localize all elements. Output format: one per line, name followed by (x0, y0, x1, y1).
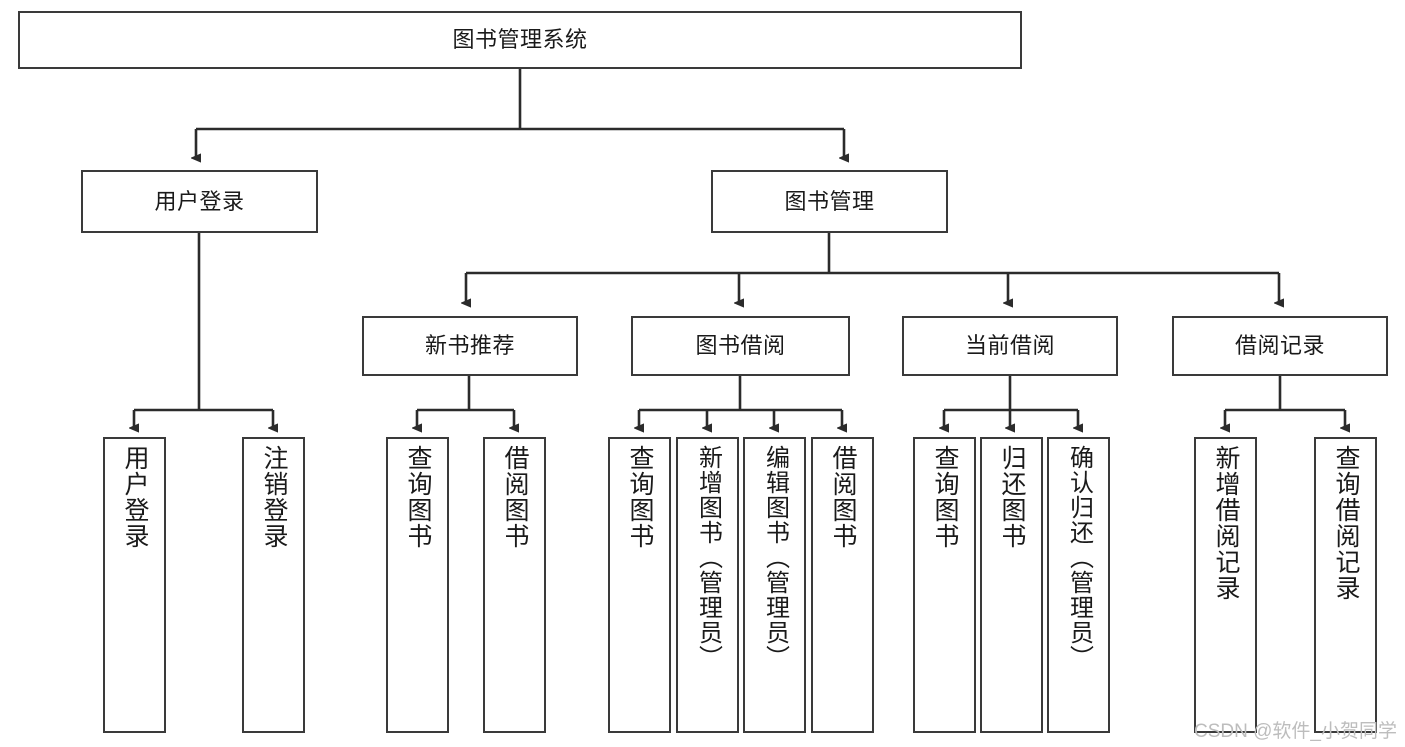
leaf-user-login-logout[interactable]: 注销登录 (242, 437, 305, 733)
leaf-book-borrow-borrow-book[interactable]: 借阅图书 (811, 437, 874, 733)
node-label: 图书借阅 (695, 333, 786, 358)
node-label: 借阅记录 (1234, 333, 1325, 358)
node-label: 新书推荐 (424, 333, 515, 358)
node-label: 查询借阅记录 (1332, 445, 1360, 601)
leaf-current-borrow-return-book[interactable]: 归还图书 (980, 437, 1043, 733)
leaf-current-borrow-query-book[interactable]: 查询图书 (913, 437, 976, 733)
node-label: 确认归还（管理员） (1065, 445, 1093, 670)
leaf-new-book-query-book[interactable]: 查询图书 (386, 437, 449, 733)
node-label: 用户登录 (154, 188, 245, 214)
node-current-borrow[interactable]: 当前借阅 (902, 316, 1118, 376)
node-label: 编辑图书（管理员） (761, 445, 789, 670)
node-book-borrow[interactable]: 图书借阅 (631, 316, 850, 376)
leaf-book-borrow-query-book[interactable]: 查询图书 (608, 437, 671, 733)
node-borrow-record[interactable]: 借阅记录 (1172, 316, 1388, 376)
node-label: 新增图书（管理员） (694, 445, 722, 670)
node-label: 当前借阅 (964, 333, 1055, 358)
leaf-book-borrow-add-book-admin[interactable]: 新增图书（管理员） (676, 437, 739, 733)
node-label: 注销登录 (260, 445, 288, 549)
leaf-user-login-login[interactable]: 用户登录 (103, 437, 166, 733)
node-label: 借阅图书 (829, 445, 857, 549)
leaf-borrow-record-query-record[interactable]: 查询借阅记录 (1314, 437, 1377, 733)
node-label: 归还图书 (998, 445, 1026, 549)
node-user-login[interactable]: 用户登录 (81, 170, 318, 233)
node-root-book-management-system[interactable]: 图书管理系统 (18, 11, 1022, 69)
node-label: 查询图书 (404, 445, 432, 549)
leaf-current-borrow-confirm-return-admin[interactable]: 确认归还（管理员） (1047, 437, 1110, 733)
leaf-borrow-record-add-record[interactable]: 新增借阅记录 (1194, 437, 1257, 733)
node-label: 用户登录 (121, 445, 149, 549)
node-new-book-recommend[interactable]: 新书推荐 (362, 316, 578, 376)
node-label: 借阅图书 (501, 445, 529, 549)
node-label: 新增借阅记录 (1212, 445, 1240, 601)
node-label: 查询图书 (626, 445, 654, 549)
watermark: CSDN @软件_小贺同学 (1194, 721, 1397, 742)
leaf-new-book-borrow-book[interactable]: 借阅图书 (483, 437, 546, 733)
node-label: 图书管理 (784, 188, 875, 214)
node-label: 查询图书 (931, 445, 959, 549)
leaf-book-borrow-edit-book-admin[interactable]: 编辑图书（管理员） (743, 437, 806, 733)
node-book-management[interactable]: 图书管理 (711, 170, 948, 233)
node-label: 图书管理系统 (452, 27, 588, 52)
